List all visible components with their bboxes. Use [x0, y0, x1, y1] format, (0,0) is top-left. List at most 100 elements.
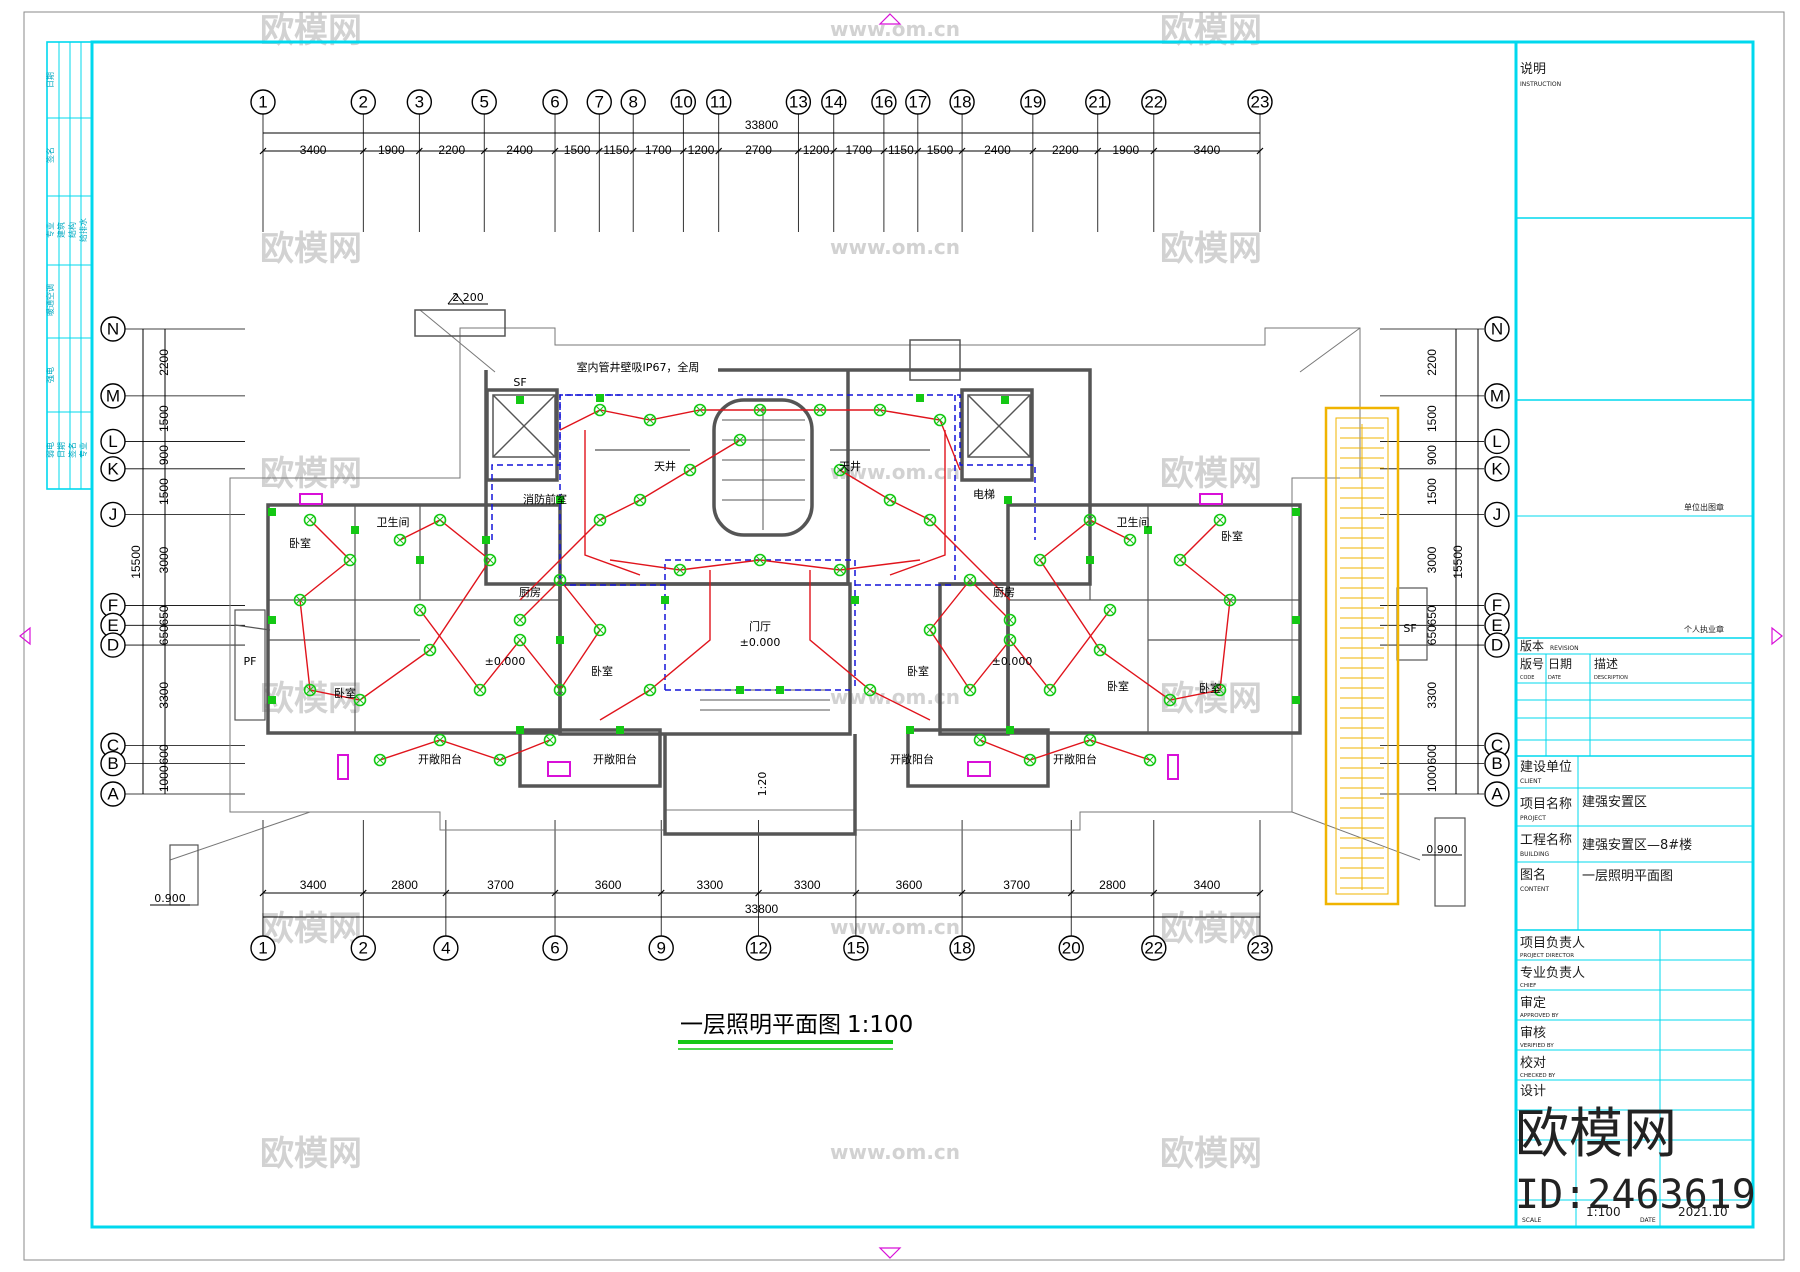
- tb-building-value: 建强安置区—8#楼: [1582, 838, 1692, 853]
- dim-top: 1900: [1112, 143, 1139, 157]
- tb-chief-cn: 专业负责人: [1520, 966, 1585, 981]
- axis-label-bottom: 9: [656, 939, 665, 958]
- tb-content-value: 一层照明平面图: [1582, 869, 1673, 884]
- tb-date-value: 2021.10: [1678, 1205, 1728, 1219]
- switch-icon: [268, 616, 276, 624]
- dim-right: 3000: [1425, 546, 1439, 573]
- axis-label-left: F: [108, 596, 118, 615]
- light-fixture-icon: [643, 683, 657, 697]
- tb-revision-cn: 版本: [1520, 639, 1544, 653]
- light-fixture-icon: [303, 513, 317, 527]
- dim-bottom: 3600: [896, 878, 923, 892]
- watermark-url-tile: www.om.cn: [830, 17, 960, 41]
- light-fixture-icon: [693, 403, 707, 417]
- light-fixture-icon: [643, 413, 657, 427]
- dim-total-bottom: 33800: [745, 902, 779, 916]
- watermark-url-tile: www.om.cn: [830, 1140, 960, 1164]
- axis-label-bottom: 18: [953, 939, 972, 958]
- room-shaft-right: 天井: [839, 459, 861, 473]
- drawing-title: 一层照明平面图 1:100: [678, 1012, 913, 1050]
- dim-right: 650: [1425, 625, 1439, 645]
- signature-strip-label: 日期: [57, 442, 66, 458]
- room-fire-lobby: 消防前室: [523, 492, 567, 506]
- light-fixture-icon: [353, 693, 367, 707]
- tb-unit-seal: 单位出图章: [1684, 502, 1724, 512]
- axis-label-left: L: [108, 432, 117, 451]
- axis-label-left: N: [107, 320, 119, 339]
- room-balcony-4: 开敞阳台: [1053, 752, 1097, 766]
- room-sf-right: SF: [1403, 622, 1416, 635]
- axis-label-right: M: [1490, 386, 1504, 405]
- room-pf: PF: [244, 655, 257, 668]
- switch-icon: [268, 696, 276, 704]
- watermark-url-tile: www.om.cn: [830, 460, 960, 484]
- room-kitchen-left: 厨房: [519, 586, 541, 599]
- signature-strip-label: 弱电: [45, 442, 55, 458]
- axis-label-top: 3: [415, 93, 424, 112]
- tb-building-cn: 工程名称: [1520, 832, 1572, 848]
- switch-icon: [516, 396, 524, 404]
- tb-revision-en: REVISION: [1550, 645, 1579, 652]
- tb-client-cn: 建设单位: [1520, 760, 1572, 775]
- light-fixture-icon: [433, 513, 447, 527]
- light-fixture-icon: [1213, 683, 1227, 697]
- switch-icon: [1006, 726, 1014, 734]
- light-fixture-icon: [963, 683, 977, 697]
- axis-label-left: D: [107, 636, 119, 655]
- axis-label-top: 16: [874, 93, 893, 112]
- switch-icon: [851, 596, 859, 604]
- axis-label-bottom: 6: [550, 939, 559, 958]
- signature-strip-label: 强电: [45, 367, 55, 383]
- dim-top: 1500: [927, 143, 954, 157]
- signature-strip-label: 专业: [45, 222, 55, 238]
- axis-label-bottom: 23: [1251, 939, 1270, 958]
- light-fixture-icon: [923, 513, 937, 527]
- dim-right-total: 15500: [1451, 545, 1465, 579]
- light-fixture-icon: [433, 733, 447, 747]
- switch-icon: [556, 636, 564, 644]
- axis-label-bottom: 1: [258, 939, 267, 958]
- room-toilet-left: 卫生间: [377, 515, 410, 529]
- watermark-brand-tile: 欧模网: [260, 909, 362, 949]
- watermark-brand-tile: 欧模网: [1160, 11, 1262, 51]
- tb-director-en: PROJECT DIRECTOR: [1520, 953, 1574, 959]
- signature-strip-label: 专业: [78, 442, 88, 458]
- tb-building-en: BUILDING: [1520, 851, 1549, 858]
- room-balcony-3: 开敞阳台: [890, 752, 934, 766]
- switch-icon: [1292, 616, 1300, 624]
- axis-label-left: A: [107, 785, 119, 804]
- level-bottom-right: 0.900: [1426, 843, 1458, 856]
- room-bedroom-2: 卧室: [334, 686, 356, 700]
- room-hall: 门厅: [749, 619, 771, 633]
- switch-icon: [906, 726, 914, 734]
- axis-label-left: M: [106, 386, 120, 405]
- dim-left: 1500: [157, 405, 171, 432]
- light-fixture-icon: [1003, 613, 1017, 627]
- axis-label-bottom: 15: [846, 939, 865, 958]
- room-labels: 卧室 卧室 卧室 卧室 卧室 卧室 卧室 厨房 厨房 开敞阳台 开敞阳台 开敞阳…: [150, 291, 1462, 906]
- signature-strip-label: 签名: [45, 147, 55, 163]
- dim-left: 1000: [157, 765, 171, 792]
- switch-icon: [596, 394, 604, 402]
- tb-content-cn: 图名: [1520, 867, 1546, 883]
- tb-date-cn: 日期: [1548, 657, 1572, 671]
- light-fixture-icon: [1043, 683, 1057, 697]
- dim-left: 3000: [157, 546, 171, 573]
- dim-right: 2200: [1425, 349, 1439, 376]
- tb-project-en: PROJECT: [1520, 815, 1546, 822]
- light-fixture-icon: [973, 733, 987, 747]
- light-fixture-icon: [963, 573, 977, 587]
- light-fixture-icon: [873, 403, 887, 417]
- axis-label-top: 21: [1088, 93, 1107, 112]
- switch-icon: [516, 726, 524, 734]
- axis-label-bottom: 12: [749, 939, 768, 958]
- room-bedroom-3: 卧室: [591, 664, 613, 678]
- axis-label-left: E: [107, 616, 118, 635]
- axis-label-right: D: [1491, 636, 1503, 655]
- watermark-brand: 欧模网 ID:2463619: [1515, 1102, 1756, 1218]
- dim-right: 1500: [1425, 405, 1439, 432]
- switch-icon: [776, 686, 784, 694]
- axis-label-bottom: 2: [359, 939, 368, 958]
- tb-director-cn: 项目负责人: [1520, 936, 1585, 951]
- dim-top: 1700: [845, 143, 872, 157]
